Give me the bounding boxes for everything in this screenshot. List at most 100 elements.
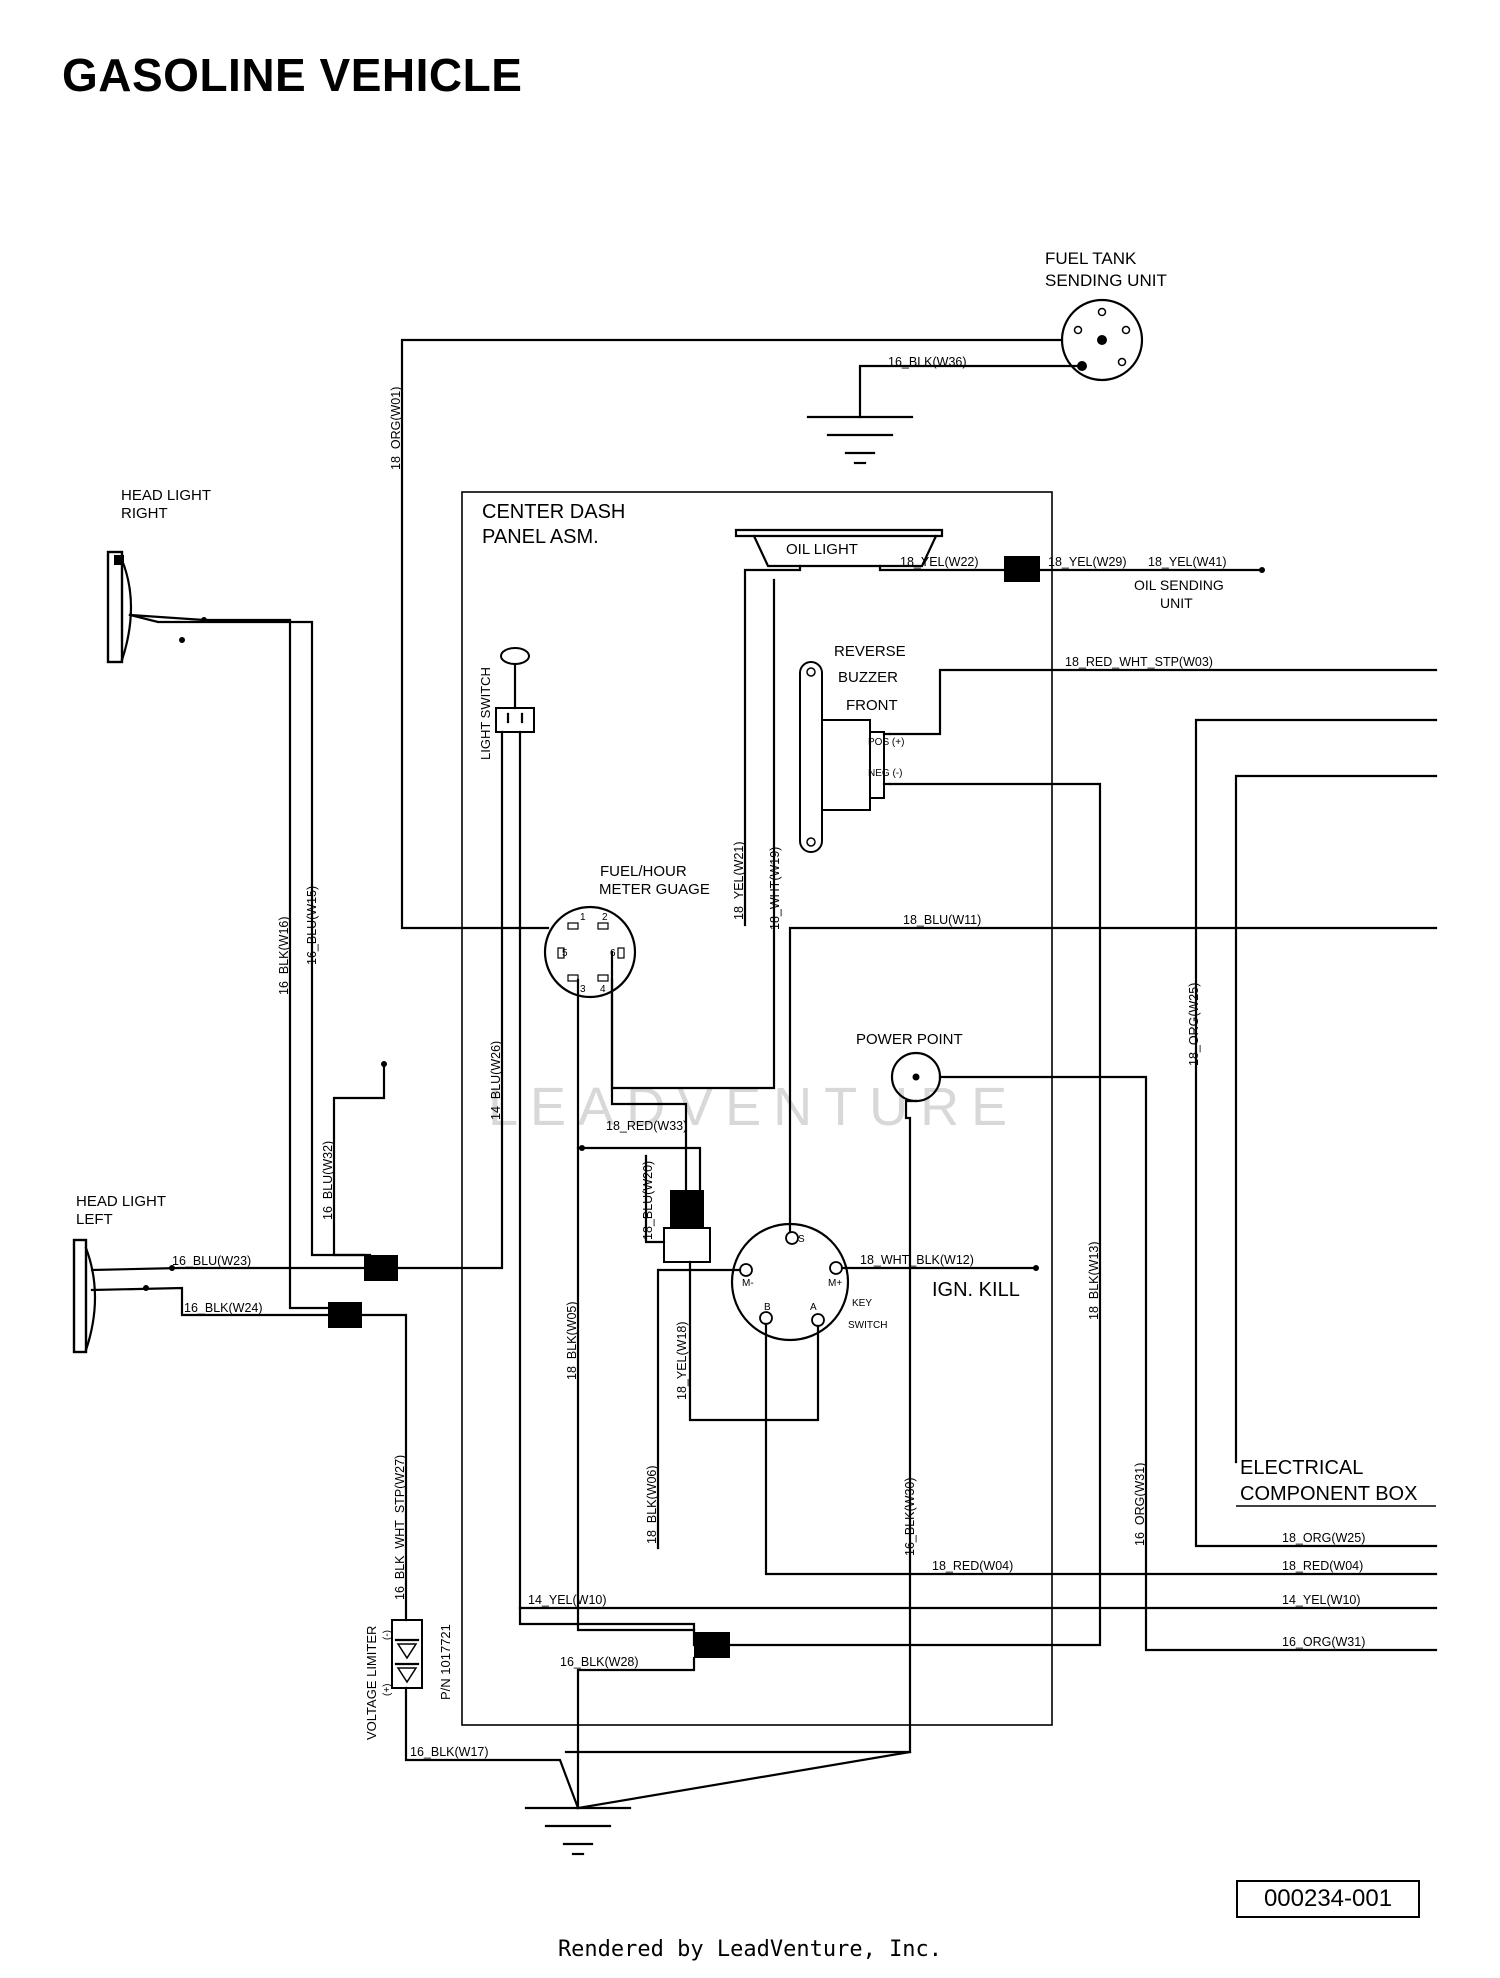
wire-w25	[1194, 718, 1438, 1548]
key-pin-m-minus: M-	[742, 1278, 754, 1289]
wire-w01	[400, 338, 1064, 930]
wire-w13	[726, 782, 1102, 1647]
wire-w05	[576, 1146, 696, 1632]
wire-label-w16: 16_BLK(W16)	[277, 916, 291, 995]
wire-label-w36: 16_BLK(W36)	[888, 355, 967, 369]
wire-label-w27: 16_BLK_WHT_STP(W27)	[393, 1455, 407, 1600]
connector-oil-light	[1004, 556, 1040, 582]
wire-w19	[610, 578, 776, 1090]
wire-w20	[644, 1154, 666, 1244]
key-switch-label-1: KEY	[852, 1298, 872, 1309]
light-switch	[495, 647, 535, 733]
wire-label-w28: 16_BLK(W28)	[560, 1655, 639, 1669]
wire-label-w25h: 18_ORG(W25)	[1282, 1531, 1365, 1545]
wire-label-w30: 16_BLK(W30)	[903, 1477, 917, 1556]
oil-sending-label-2: UNIT	[1160, 595, 1193, 611]
meter-pin-6: 6	[610, 948, 616, 959]
wire-label-w19: 18_WHT(W19)	[768, 847, 782, 930]
wire-w15	[128, 613, 372, 1257]
meter-pin-2: 2	[602, 912, 608, 923]
wire-label-w12: 18_WHT_BLK(W12)	[860, 1253, 974, 1267]
reverse-buzzer	[799, 661, 892, 853]
wire-w28	[576, 1656, 696, 1810]
wire-label-w32: 16_BLU(W32)	[321, 1141, 335, 1220]
light-switch-label: LIGHT SWITCH	[478, 667, 493, 760]
fuel-meter-label-2: METER GUAGE	[599, 881, 710, 898]
connector-headlight-top	[364, 1255, 398, 1281]
wire-label-w05: 18_BLK(W05)	[565, 1301, 579, 1380]
wire-label-w17: 16_BLK(W17)	[410, 1745, 489, 1759]
meter-pin-3: 3	[580, 984, 586, 995]
wire-w04	[764, 1322, 1438, 1576]
connector-key-upper	[670, 1190, 704, 1228]
ign-kill-label: IGN. KILL	[932, 1279, 1020, 1301]
wire-w03	[888, 668, 1438, 736]
key-pin-a: A	[810, 1302, 817, 1313]
wire-label-w04a: 18_RED(W04)	[932, 1559, 1013, 1573]
part-number-label: P/N 1017721	[438, 1624, 453, 1700]
meter-pin-4: 4	[600, 984, 606, 995]
footer-credit: Rendered by LeadVenture, Inc.	[557, 1937, 943, 1962]
ground-symbol-main	[524, 1806, 632, 1856]
key-pin-s: S	[798, 1234, 805, 1245]
wire-label-w26: 14_BLU(W26)	[489, 1041, 503, 1120]
head-light-left	[72, 1238, 97, 1354]
connector-bottom	[694, 1632, 730, 1658]
oil-sending-label-1: OIL SENDING	[1134, 577, 1224, 593]
wire-w30-to-ground	[576, 1750, 912, 1810]
wire-w30	[564, 1099, 918, 1754]
wire-label-w20: 18_BLU(W20)	[641, 1161, 655, 1240]
wire-w18	[688, 1260, 820, 1422]
wire-label-w13: 18_BLK(W13)	[1087, 1241, 1101, 1320]
ground-symbol-fuel	[806, 415, 914, 465]
wire-w23	[90, 1266, 366, 1272]
fuel-hour-meter	[543, 905, 637, 999]
reverse-buzzer-label-2: BUZZER	[838, 669, 898, 686]
wire-w31	[938, 1075, 1438, 1652]
wire-label-w04b: 18_RED(W04)	[1282, 1559, 1363, 1573]
wire-w06	[656, 1268, 742, 1550]
wire-label-w33: 18_RED(W33)	[606, 1119, 687, 1133]
wire-w16	[128, 613, 344, 1310]
wire-label-w31h: 16_ORG(W31)	[1282, 1635, 1365, 1649]
center-dash-label-2: PANEL ASM.	[482, 526, 599, 548]
wire-label-w06: 18_BLK(W06)	[645, 1465, 659, 1544]
wire-label-w29: 18_YEL(W29)	[1048, 555, 1127, 569]
wire-light-switch-to-connector	[396, 730, 504, 1270]
oil-light-label: OIL LIGHT	[786, 541, 858, 558]
meter-pin-1: 1	[580, 912, 586, 923]
wire-electrical-box-feed	[1234, 774, 1438, 1464]
reverse-buzzer-label-3: FRONT	[846, 697, 898, 714]
fuel-tank-label-1: FUEL TANK	[1045, 249, 1137, 268]
head-light-right-label-1: HEAD LIGHT	[121, 487, 211, 504]
wire-label-w23: 16_BLU(W23)	[172, 1254, 251, 1268]
wire-w22	[878, 564, 1006, 572]
wire-w36	[858, 364, 1084, 419]
voltage-limiter-pos: (+)	[382, 1684, 393, 1697]
wire-label-w21: 18_YEL(W21)	[732, 841, 746, 920]
reverse-buzzer-label-1: REVERSE	[834, 643, 906, 660]
wire-w33	[580, 1146, 702, 1192]
wire-label-w31v: 16_ORG(W31)	[1133, 1463, 1147, 1546]
fuel-tank-label-2: SENDING UNIT	[1045, 271, 1167, 290]
head-light-left-label-2: LEFT	[76, 1211, 113, 1228]
wire-w17	[404, 1686, 580, 1810]
voltage-limiter-label: VOLTAGE LIMITER	[364, 1626, 379, 1740]
wire-w10-to-connector	[518, 1606, 696, 1647]
page-title: GASOLINE VEHICLE	[62, 49, 523, 101]
voltage-limiter-neg: (-)	[382, 1630, 393, 1640]
head-light-left-label-1: HEAD LIGHT	[76, 1193, 166, 1210]
wire-label-w18: 18_YEL(W18)	[675, 1321, 689, 1400]
wire-w21	[743, 564, 802, 927]
buzzer-pos-label: POS (+)	[868, 737, 904, 748]
wire-label-w24: 16_BLK(W24)	[184, 1301, 263, 1315]
meter-pin-5: 5	[562, 948, 568, 959]
buzzer-neg-label: NEG (-)	[868, 768, 902, 779]
voltage-limiter	[391, 1619, 423, 1689]
key-pin-m-plus: M+	[828, 1278, 842, 1289]
key-pin-b: B	[764, 1302, 771, 1313]
wire-label-w15: 16_BLU(W15)	[305, 886, 319, 965]
wire-label-w01: 18_ORG(W01)	[389, 387, 403, 470]
